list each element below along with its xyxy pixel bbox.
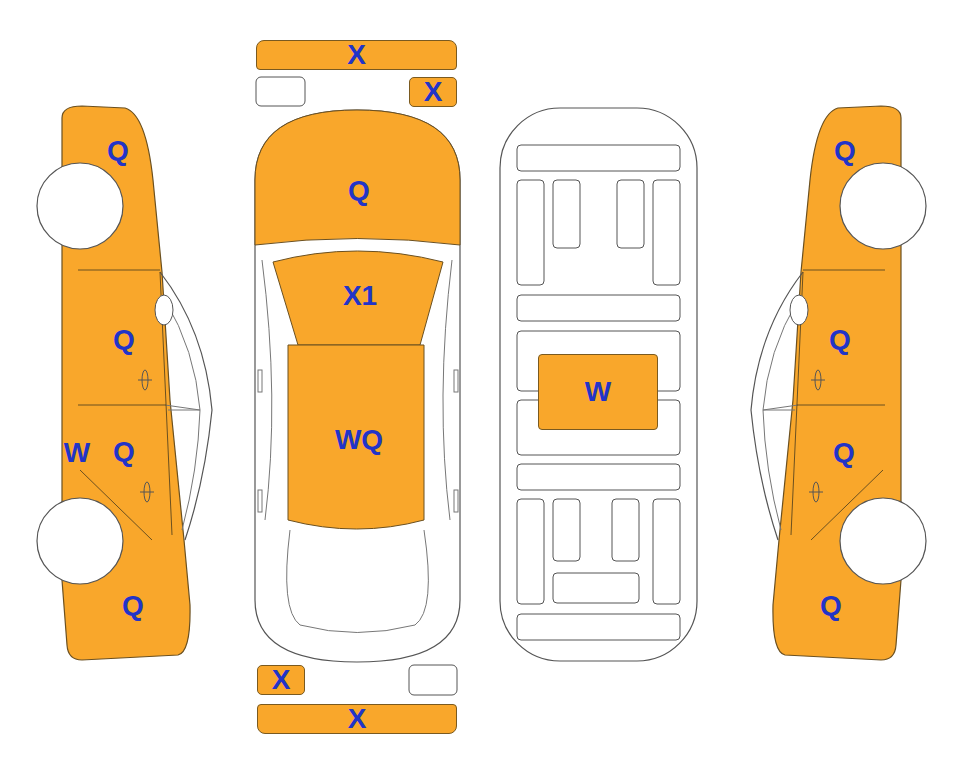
damage-code: Q [113,326,135,354]
damage-code: Q [122,592,144,620]
damage-code: Q [820,592,842,620]
damage-code: Q [833,439,855,467]
damage-code: W [585,378,611,406]
damage-code: Q [107,137,129,165]
damage-code: Q [829,326,851,354]
damage-code: X [348,705,367,733]
front-bumper: X [256,40,457,70]
damage-code: X [347,41,366,69]
damage-code: Q [834,137,856,165]
rear-bumper: X [257,704,457,734]
damage-code: WQ [335,426,383,454]
damage-code: W [64,439,90,467]
underbody-panel: W [538,354,658,430]
damage-code: X [272,666,291,694]
damage-code: Q [348,177,370,205]
damage-code: X [424,78,443,106]
damage-code: X1 [343,282,377,310]
corner-panel: X [409,77,457,107]
damage-code: Q [113,438,135,466]
corner-panel: X [257,665,305,695]
